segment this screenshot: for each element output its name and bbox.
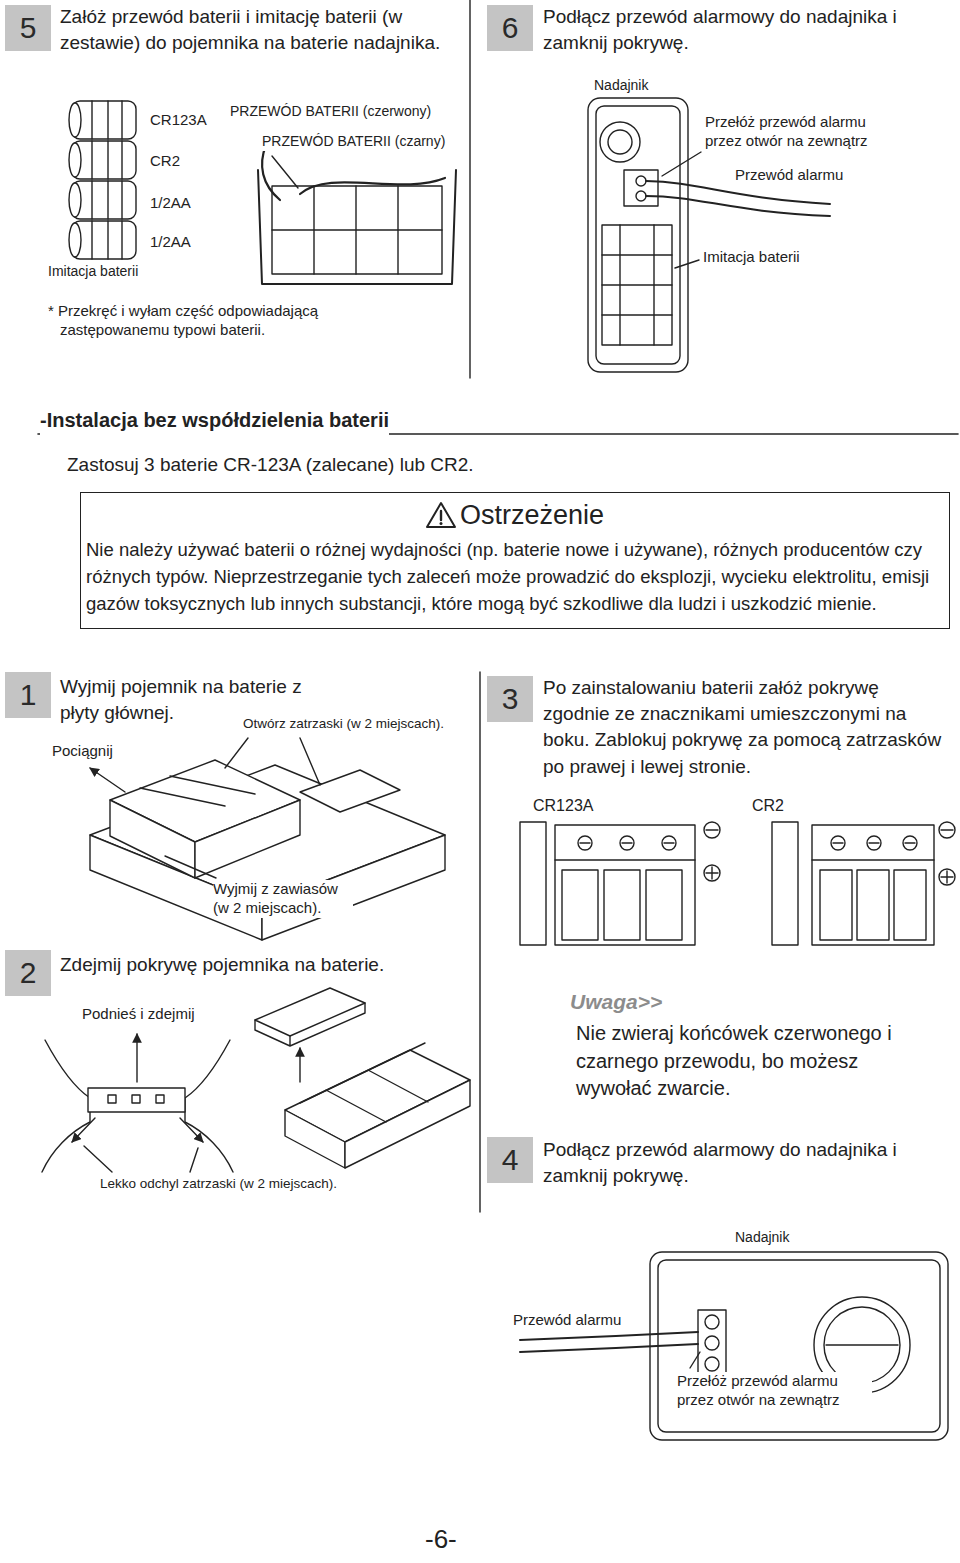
holder-cr2 xyxy=(772,822,955,945)
callout-label: Imitacja baterii xyxy=(703,248,800,267)
warning-heading: Ostrzeżenie xyxy=(460,499,604,531)
step-instruction: Podłącz przewód alarmowy do nadajnika i … xyxy=(543,4,951,56)
battery-type: CR2 xyxy=(150,152,180,171)
callout-label: Wyjmij z zawiasów (w 2 miejscach). xyxy=(213,880,353,918)
step-number: 1 xyxy=(20,680,37,710)
step-instruction: Załóż przewód baterii i imitację baterii… xyxy=(60,4,452,56)
section-text: Zastosuj 3 baterie CR-123A (zalecane) lu… xyxy=(67,452,474,478)
page-number: -6- xyxy=(425,1522,457,1558)
warning-icon xyxy=(426,501,456,529)
step-number-box: 4 xyxy=(487,1137,533,1183)
note: * Przekręć i wyłam część odpowiadającą z… xyxy=(48,302,385,340)
part-label: Nadajnik xyxy=(735,1229,789,1247)
warning-heading-row: Ostrzeżenie xyxy=(86,499,944,531)
caution-text: Nie zwieraj końcówek czerwonego i czarne… xyxy=(576,1020,932,1103)
step-number-box: 1 xyxy=(5,672,51,718)
caution-heading: Uwaga>> xyxy=(570,988,662,1017)
step-number-box: 5 xyxy=(5,5,51,51)
battery-type: CR123A xyxy=(150,111,207,130)
divider-lines xyxy=(38,0,958,1212)
warning-text: Nie należy używać baterii o różnej wydaj… xyxy=(86,537,944,617)
battery-tray xyxy=(258,145,456,284)
part-label: Nadajnik xyxy=(594,77,648,95)
callout-label: Pociągnij xyxy=(52,742,113,761)
step-instruction: Zdejmij pokrywę pojemnika na baterie. xyxy=(60,952,384,978)
step-number: 4 xyxy=(502,1145,519,1175)
cover-removal-illustration xyxy=(42,988,470,1172)
main-board-illustration xyxy=(90,738,445,940)
battery-type: 1/2AA xyxy=(150,194,191,213)
step-number-box: 2 xyxy=(5,950,51,996)
battery-type: 1/2AA xyxy=(150,233,191,252)
step-number: 5 xyxy=(20,13,37,43)
step-number: 2 xyxy=(20,958,37,988)
step-number: 3 xyxy=(502,684,519,714)
transmitter-horizontal xyxy=(520,1252,948,1440)
battery-dummy xyxy=(69,101,136,259)
warning-box: OstrzeżenieNie należy używać baterii o r… xyxy=(80,492,950,629)
holder-cr123a xyxy=(520,822,720,945)
step-number-box: 3 xyxy=(487,676,533,722)
wire-label: PRZEWÓD BATERII (czerwony) xyxy=(230,103,431,121)
section-heading: -Instalacja bez współdzielenia baterii xyxy=(40,407,389,435)
battery-type: CR123A xyxy=(533,796,593,816)
part-label: Imitacja baterii xyxy=(48,263,138,281)
callout-label: Lekko odchyl zatrzaski (w 2 miejscach). xyxy=(100,1176,337,1193)
step-instruction: Podłącz przewód alarmowy do nadajnika i … xyxy=(543,1137,951,1189)
step-number: 6 xyxy=(502,13,519,43)
step-instruction: Po zainstalowaniu baterii załóż pokrywę … xyxy=(543,675,943,780)
step-number-box: 6 xyxy=(487,5,533,51)
callout-label: Przełóż przewód alarmu przez otwór na ze… xyxy=(677,1372,872,1410)
callout-label: Podnieś i zdejmij xyxy=(82,1005,195,1024)
callout-label: Przełóż przewód alarmu przez otwór na ze… xyxy=(705,113,900,151)
battery-type: CR2 xyxy=(752,796,784,816)
callout-label: Przewód alarmu xyxy=(735,166,843,185)
callout-label: Przewód alarmu xyxy=(513,1311,621,1330)
wire-label: PRZEWÓD BATERII (czarny) xyxy=(262,133,445,151)
callout-label: Otwórz zatrzaski (w 2 miejscach). xyxy=(243,716,444,733)
